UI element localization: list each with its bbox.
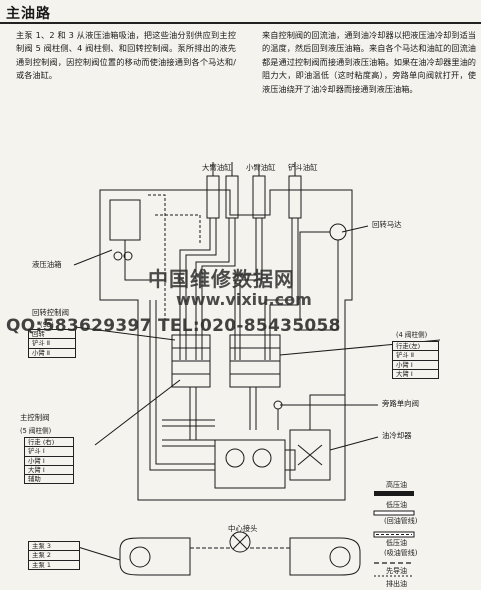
label-main-control-valve: 主控制阀 [20,413,50,422]
legend-high-pressure: 高压油 [386,481,407,489]
page-title: 主油路 [6,6,51,22]
pump-item: 主泵 1 [32,560,51,569]
watermark-site-name: 中国维修数据网 [148,267,295,291]
spool-item: 小臂 Ⅰ [393,361,438,370]
main-pump-list: 主泵 3 主泵 2 主泵 1 [28,541,80,570]
valve4-spool-list: 行走(左) 铲斗 Ⅱ 小臂 Ⅰ 大臂 Ⅰ [392,341,439,380]
label-bypass-check-valve: 旁路单向阀 [382,399,419,408]
spool-item: 小臂 Ⅱ [32,348,50,357]
spool-item: 小臂 Ⅰ [25,457,73,466]
spool-item: 铲斗 Ⅰ [25,447,73,457]
watermark-contact: QQ:583629397 TEL:020-85435058 [6,316,341,336]
label-oil-cooler: 油冷却器 [382,431,412,440]
spool-item: 大臂 Ⅰ [396,369,413,378]
pump-item: 主泵 3 [29,542,79,552]
legend-return-line: (回油管线) [384,517,418,525]
label-main-valve-side: (5 阀柱侧) [20,427,52,435]
pump-item: 主泵 2 [29,551,79,561]
legend-low-pressure-return: 低压油 [386,501,407,509]
intro-left-paragraph: 主泵 1、2 和 3 从液压油箱吸油，把这些油分别供应到主控制阀 5 阀柱侧、4… [16,30,236,81]
title-divider [0,22,481,24]
label-hydraulic-tank: 液压油箱 [32,260,62,269]
intro-right-paragraph: 来自控制阀的回流油，通到油冷却器以把液压油冷却到适当的温度，然后回到液压油箱。来… [262,30,476,94]
swing-valve-spool-list: 回转 铲斗 Ⅱ 小臂 Ⅱ [28,329,76,358]
label-swing-control-valve: 回转控制阀 [32,308,69,317]
spool-item: 行走(左) [393,342,438,352]
label-swing-motor: 回转马达 [372,220,402,229]
spool-item: 大臂 Ⅰ [25,466,73,476]
spool-item: 回转 [29,330,75,340]
spool-item: 铲斗 Ⅱ [393,351,438,361]
spool-item: 辅助 [28,475,41,484]
main-valve-spool-list: 行走 (右) 铲斗 Ⅰ 小臂 Ⅰ 大臂 Ⅰ 辅助 [24,437,74,485]
label-center-joint: 中心接头 [228,524,258,533]
legend-pilot-oil: 先导油 [386,567,407,575]
label-bucket-cylinder: 铲斗油缸 [288,163,318,172]
spool-item: 铲斗 Ⅱ [29,339,75,349]
label-valve-4-spool: (4 阀柱侧) [396,331,428,339]
legend-suction-line: (吸油管线) [384,549,418,557]
label-arm-cylinder: 小臂油缸 [246,163,276,172]
legend-low-pressure-suction: 低压油 [386,539,407,547]
watermark-site-url: www.vixiu.com [176,290,312,309]
legend-drain-oil: 排出油 [386,580,407,588]
label-boom-cylinder: 大臂油缸 [202,163,232,172]
label-swing-valve-code: (SB) [40,321,54,329]
spool-item: 行走 (右) [25,438,73,448]
